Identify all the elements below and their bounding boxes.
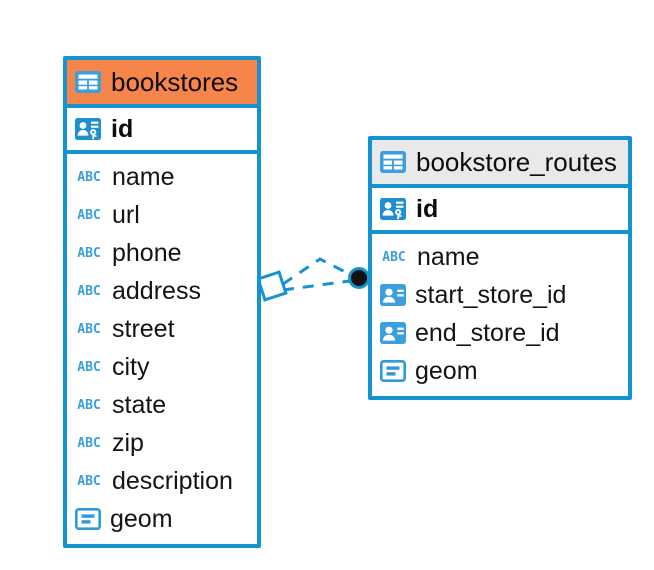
abc-text-icon: ABC [77,397,101,413]
primary-key-row-bookstore-routes[interactable]: id [372,188,628,234]
abc-text-icon: ABC [77,283,101,299]
table-icon [380,151,406,173]
foreign-key-icon [380,322,406,344]
field-row[interactable]: geom [372,352,628,390]
field-label: description [112,466,233,495]
field-label: state [112,390,167,419]
geometry-icon [380,360,406,382]
field-list-bookstores: ABC name ABC url ABC phone ABC address A… [67,154,257,544]
relationship-branch-lower [282,278,358,292]
field-row[interactable]: ABC phone [67,234,257,272]
primary-key-icon [75,117,101,141]
field-label: street [112,314,175,343]
field-row[interactable]: ABC state [67,386,257,424]
field-row[interactable]: start_store_id [372,276,628,314]
abc-text-icon: ABC [77,207,101,223]
abc-text-icon: ABC [77,321,101,337]
abc-text-icon: ABC [77,435,101,451]
field-label: name [112,162,175,191]
abc-text-icon: ABC [77,169,101,185]
field-row[interactable]: ABC name [372,238,628,276]
geometry-icon [75,508,101,530]
field-label: end_store_id [415,318,560,347]
field-row[interactable]: ABC city [67,348,257,386]
table-icon [75,71,101,93]
filled-circle-marker [348,267,370,289]
primary-key-icon [380,197,406,221]
field-row[interactable]: end_store_id [372,314,628,352]
field-row[interactable]: ABC address [67,272,257,310]
field-label: url [112,200,140,229]
field-row[interactable]: ABC name [67,158,257,196]
field-row[interactable]: ABC url [67,196,257,234]
field-label: zip [112,428,144,457]
field-list-bookstore-routes: ABC name start_store_id [372,234,628,396]
entity-title: bookstores [111,67,239,97]
field-label: city [112,352,150,381]
diamond-marker [256,270,288,302]
field-label: name [417,242,480,271]
field-label: address [112,276,201,305]
entity-title: bookstore_routes [416,147,617,177]
field-row[interactable]: ABC zip [67,424,257,462]
entity-header-bookstores[interactable]: bookstores [67,60,257,108]
abc-text-icon: ABC [382,249,406,265]
field-label: phone [112,238,182,267]
field-label: geom [415,356,478,385]
abc-text-icon: ABC [77,473,101,489]
abc-text-icon: ABC [77,359,101,375]
field-row[interactable]: geom [67,500,257,538]
abc-text-icon: ABC [77,245,101,261]
relationship-branch-upper [282,257,358,286]
entity-header-bookstore-routes[interactable]: bookstore_routes [372,140,628,188]
field-row[interactable]: ABC description [67,462,257,500]
field-row[interactable]: ABC street [67,310,257,348]
entity-bookstores[interactable]: bookstores id ABC [63,56,261,548]
primary-key-label: id [111,114,134,143]
primary-key-row-bookstores[interactable]: id [67,108,257,154]
field-label: start_store_id [415,280,567,309]
field-label: geom [110,504,173,533]
entity-bookstore-routes[interactable]: bookstore_routes id [368,136,632,400]
primary-key-label: id [416,194,439,223]
foreign-key-icon [380,284,406,306]
